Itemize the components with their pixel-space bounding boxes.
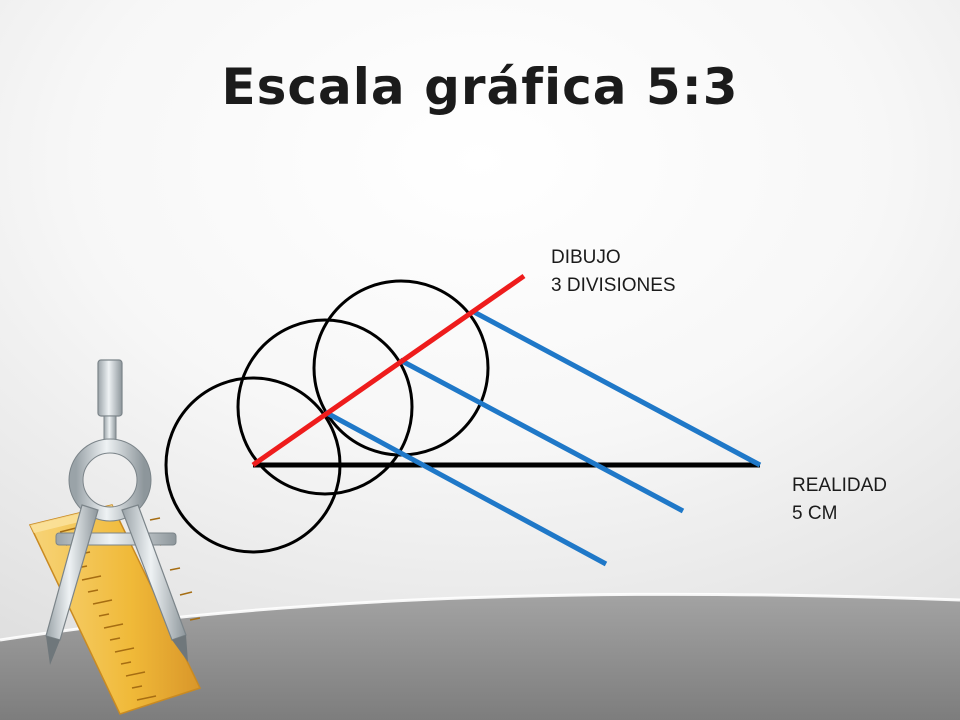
compass-icon [45, 359, 188, 665]
drawing-label-line1: DIBUJO [551, 247, 621, 268]
compass-circle-2 [236, 318, 414, 496]
slide-title: Escala gráfica 5:3 [221, 58, 739, 116]
drawing-label: DIBUJO 3 DIVISIONES [551, 244, 676, 300]
drawing-line [251, 273, 526, 468]
reality-label-line2: 5 CM [792, 503, 838, 524]
projection-line-1 [323, 409, 608, 567]
projection-line-3 [472, 309, 762, 468]
reality-label: REALIDAD 5 CM [792, 472, 887, 528]
projection-line-2 [398, 357, 685, 514]
reality-label-line1: REALIDAD [792, 475, 888, 496]
drawing-label-line2: 3 DIVISIONES [551, 275, 676, 296]
